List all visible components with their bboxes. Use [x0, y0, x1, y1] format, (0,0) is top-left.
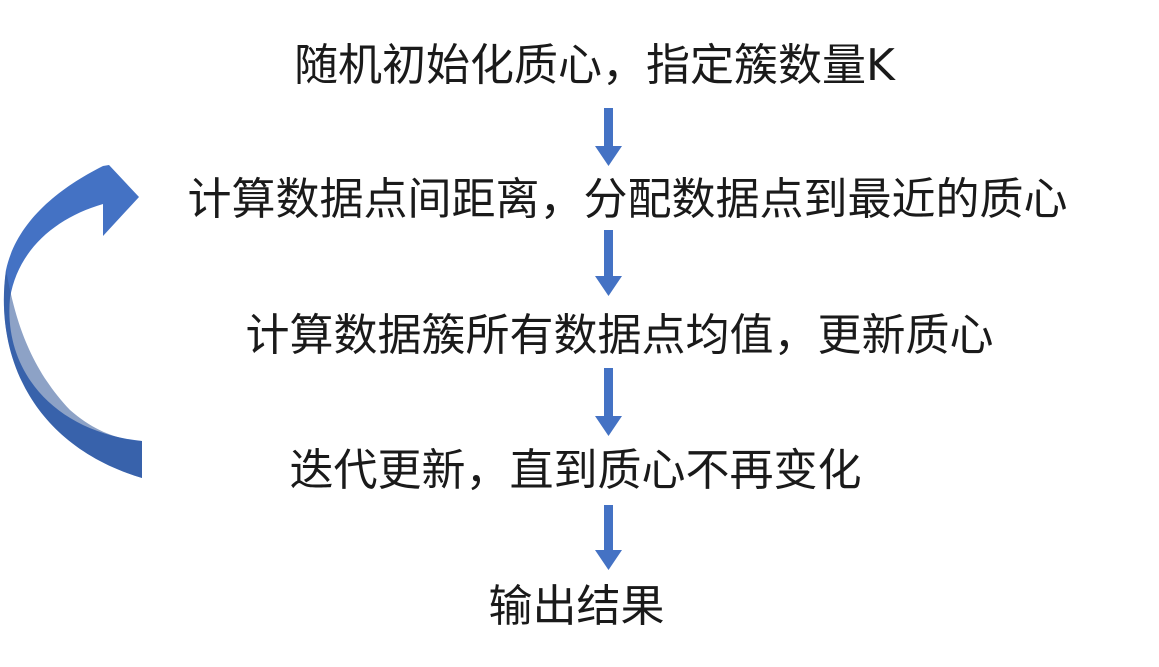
down-arrow-3 [595, 368, 622, 436]
down-arrow-1 [595, 108, 622, 166]
step-assign-points: 计算数据点间距离，分配数据点到最近的质心 [187, 174, 1068, 225]
loop-back-arrow-shade [3, 270, 142, 478]
step-output: 输出结果 [488, 581, 665, 632]
down-arrow-2 [595, 230, 622, 296]
step-iterate: 迭代更新，直到质心不再变化 [289, 445, 862, 496]
down-arrow-4 [595, 505, 622, 570]
step-update-centroids: 计算数据簇所有数据点均值，更新质心 [245, 310, 994, 361]
step-init-centroids: 随机初始化质心，指定簇数量K [294, 40, 895, 91]
